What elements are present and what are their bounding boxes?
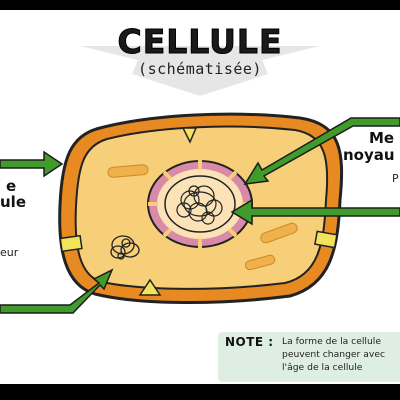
title-banner xyxy=(80,46,320,96)
top-frame-bar xyxy=(0,0,400,10)
note-line-2: peuvent changer avec xyxy=(282,349,386,360)
label-left-line2: ule xyxy=(0,193,26,211)
organelle-right-1 xyxy=(260,222,298,244)
nuclear-pores xyxy=(148,160,252,248)
note-text: La forme de la cellule peuvent changer a… xyxy=(282,335,385,374)
pore-right xyxy=(314,230,338,249)
golgi-cluster xyxy=(110,235,140,260)
pore-left xyxy=(59,234,83,253)
diagram-subtitle: (schématisée) xyxy=(138,60,262,78)
bottom-frame-bar xyxy=(0,384,400,400)
arrow-left-top xyxy=(0,150,64,178)
diagram-title: CELLULE xyxy=(117,22,283,62)
note-line-1: La forme de la cellule xyxy=(282,336,382,347)
label-left-sub: eur xyxy=(0,246,19,259)
label-right-top-line1: Me xyxy=(369,129,395,147)
arrow-left-bottom xyxy=(0,268,114,314)
note-box: NOTE : La forme de la cellule peuvent ch… xyxy=(218,332,400,382)
chromatin xyxy=(176,185,223,225)
pore-top xyxy=(181,127,198,144)
arrow-right-middle xyxy=(230,198,400,226)
arrows xyxy=(0,117,400,314)
label-left-line1: e xyxy=(6,177,17,195)
label-right-top-sub: P xyxy=(392,172,399,185)
label-right-top-line2: noyau xyxy=(343,146,395,164)
nucleoplasm xyxy=(164,175,236,233)
note-title: NOTE : xyxy=(225,335,274,349)
pore-bottom xyxy=(138,278,162,296)
note-line-3: l'âge de la cellule xyxy=(282,362,363,373)
organelle-left xyxy=(107,164,149,178)
arrow-right-top xyxy=(243,117,400,185)
organelle-right-2 xyxy=(244,254,276,271)
